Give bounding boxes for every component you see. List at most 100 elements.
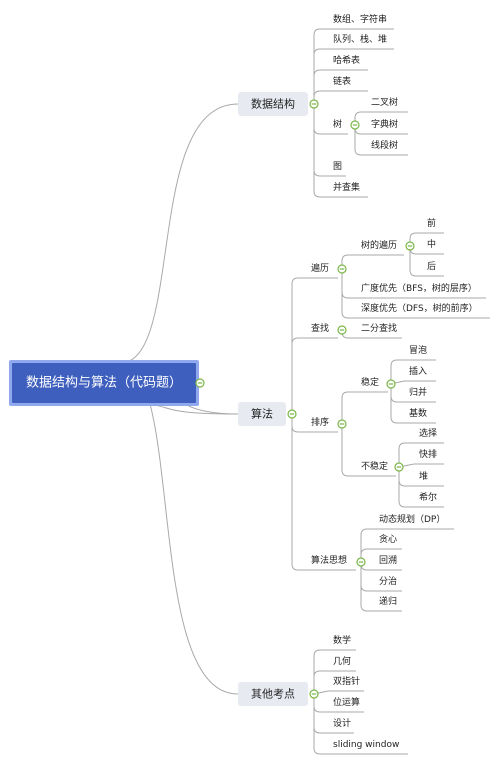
paradigm-1[interactable]: 贪心 — [379, 533, 397, 545]
other-topic-5-label: sliding window — [333, 740, 399, 750]
tree-traversal-order-0[interactable]: 前 — [427, 217, 436, 229]
data-structure-item-3[interactable]: 链表 — [333, 75, 351, 87]
tree-type-0[interactable]: 二叉树 — [371, 96, 398, 108]
sort-unstable-label: 不稳定 — [361, 460, 388, 472]
unstable-sort-0[interactable]: 选择 — [419, 427, 437, 439]
branch-other-topics-box — [238, 682, 308, 706]
algorithm-group-1-label: 查找 — [311, 322, 329, 334]
unstable-bracket — [398, 467, 414, 508]
branch-other-topics[interactable] — [238, 682, 308, 706]
paradigm-4[interactable]: 递归 — [379, 595, 397, 607]
tree-traversal-order-1[interactable]: 中 — [427, 238, 436, 250]
algorithms-bracket — [291, 414, 306, 571]
branch-data-structures[interactable] — [238, 92, 308, 116]
paradigm-bracket — [360, 548, 374, 562]
algorithm-group-1[interactable]: 查找 — [311, 322, 329, 334]
tree-traversal-order-0-label: 前 — [427, 217, 436, 229]
other-topic-1-label: 几何 — [333, 655, 351, 667]
branch-data-structures-toggle[interactable] — [309, 99, 319, 109]
tree-traversal-toggle[interactable] — [405, 241, 415, 251]
stable-sort-0[interactable]: 冒泡 — [409, 344, 427, 356]
search-binary[interactable]: 二分查找 — [361, 322, 397, 334]
sort-stable-label: 稳定 — [361, 376, 379, 388]
tree-type-1[interactable]: 字典树 — [371, 118, 398, 130]
paradigm-3[interactable]: 分治 — [379, 575, 397, 587]
traversal-toggle[interactable] — [337, 264, 347, 274]
other-topic-2-label: 双指针 — [333, 675, 360, 687]
branch-data-structures-connector — [119, 103, 239, 364]
data-structure-item-tree[interactable]: 树 — [333, 118, 342, 130]
data-structure-item-1[interactable]: 队列、栈、堆 — [333, 33, 387, 45]
other-topic-0[interactable]: 数学 — [333, 634, 351, 646]
branch-algorithms-toggle[interactable] — [287, 409, 297, 419]
tree-traversal-bracket — [409, 246, 422, 277]
search-toggle[interactable] — [337, 325, 347, 335]
unstable-bracket — [398, 442, 414, 467]
sorting-toggle[interactable] — [337, 419, 347, 429]
data-structure-item-0-label: 数组、字符串 — [333, 13, 387, 25]
algorithm-group-3[interactable]: 算法思想 — [311, 554, 347, 566]
traversal-tree-label: 树的遍历 — [361, 239, 397, 251]
other-topic-2[interactable]: 双指针 — [333, 675, 360, 687]
other-topic-3-label: 位运算 — [333, 696, 360, 708]
branch-algorithms-box — [238, 402, 286, 426]
stable-sort-2[interactable]: 归并 — [409, 386, 427, 398]
root-node-box — [12, 363, 196, 403]
paradigm-2[interactable]: 回溯 — [379, 554, 397, 566]
root-collapse-toggle[interactable] — [195, 378, 205, 388]
paradigm-toggle[interactable] — [356, 557, 366, 567]
traversal-bracket — [341, 269, 356, 299]
data-structures-bracket — [313, 104, 328, 198]
branch-algorithms-label: 算法 — [251, 407, 273, 421]
other-topic-3[interactable]: 位运算 — [333, 696, 360, 708]
unstable-sort-1-label: 快排 — [419, 448, 437, 460]
branch-other-topics-toggle[interactable] — [309, 689, 319, 699]
stable-toggle[interactable] — [386, 379, 396, 389]
unstable-sort-0-label: 选择 — [419, 427, 437, 439]
data-structures-bracket — [313, 104, 328, 177]
traversal-tree[interactable]: 树的遍历 — [361, 239, 397, 251]
tree-type-2[interactable]: 线段树 — [371, 139, 398, 151]
algorithm-group-2[interactable]: 排序 — [311, 416, 329, 428]
unstable-sort-2[interactable]: 堆 — [419, 471, 428, 482]
stable-sort-1[interactable]: 插入 — [409, 365, 427, 377]
data-structures-bracket — [313, 28, 328, 104]
stable-bracket — [390, 384, 404, 424]
stable-bracket — [390, 359, 404, 384]
branch-other-topics-label: 其他考点 — [251, 688, 295, 701]
unstable-sort-1[interactable]: 快排 — [419, 448, 437, 460]
paradigm-2-label: 回溯 — [379, 554, 397, 566]
paradigm-bracket — [360, 528, 374, 562]
root-title: 数据结构与算法（代码题） — [26, 376, 182, 391]
other-topic-5[interactable]: sliding window — [333, 740, 399, 750]
unstable-toggle[interactable] — [394, 462, 404, 472]
paradigm-0[interactable]: 动态规划（DP） — [379, 513, 445, 525]
other-topic-1[interactable]: 几何 — [333, 655, 351, 667]
algorithms-bracket — [291, 277, 306, 414]
traversal-dfs[interactable]: 深度优先（DFS，树的前序） — [361, 302, 478, 314]
tree-type-0-label: 二叉树 — [371, 96, 398, 108]
branch-algorithms[interactable] — [238, 402, 286, 426]
stable-sort-2-label: 归并 — [409, 386, 427, 398]
root-node[interactable] — [9, 360, 199, 406]
data-structure-item-2[interactable]: 哈希表 — [333, 54, 360, 66]
data-structure-item-2-label: 哈希表 — [333, 54, 360, 66]
data-structure-item-0[interactable]: 数组、字符串 — [333, 13, 387, 25]
other-topic-4[interactable]: 设计 — [333, 717, 351, 729]
tree-traversal-order-2[interactable]: 后 — [427, 261, 436, 272]
algorithm-group-0-label: 遍历 — [311, 262, 329, 274]
data-structure-item-6[interactable]: 并查集 — [333, 181, 360, 193]
tree-bracket — [354, 111, 366, 125]
node-layer: 数据结构与算法（代码题）数据结构算法其他考点数组、字符串队列、栈、堆哈希表链表图… — [9, 13, 478, 750]
unstable-sort-3[interactable]: 希尔 — [419, 491, 437, 503]
stable-sort-3[interactable]: 基数 — [409, 407, 427, 419]
tree-toggle[interactable] — [350, 120, 360, 130]
traversal-bfs[interactable]: 广度优先（BFS，树的层序） — [361, 282, 477, 294]
traversal-bfs-label: 广度优先（BFS，树的层序） — [361, 282, 477, 294]
sort-stable[interactable]: 稳定 — [361, 376, 379, 388]
data-structure-item-5[interactable]: 图 — [333, 161, 342, 172]
algorithm-group-0[interactable]: 遍历 — [311, 262, 329, 274]
tree-traversal-order-2-label: 后 — [427, 261, 436, 272]
sort-unstable[interactable]: 不稳定 — [361, 460, 388, 472]
